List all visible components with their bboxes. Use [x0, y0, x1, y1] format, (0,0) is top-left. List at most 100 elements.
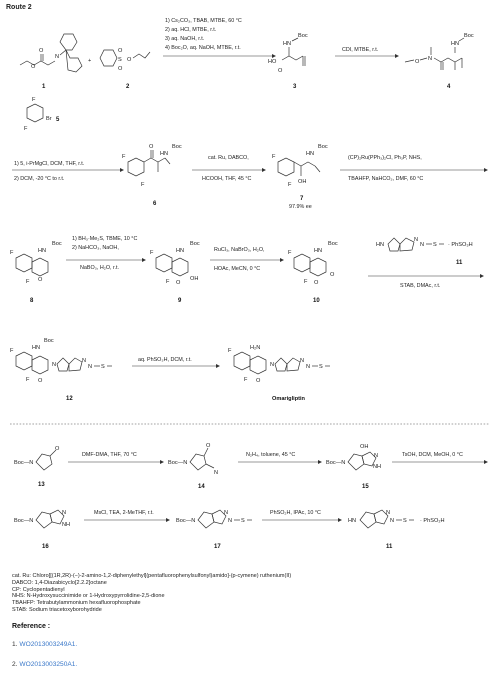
- compound-16-structure: Boc—N N NH: [14, 509, 70, 529]
- omarigliptin-structure: F F O H₂N N N N S: [228, 345, 330, 384]
- svg-text:Br: Br: [46, 116, 52, 122]
- condition-text: N₂H₄, toluene, 45 °C: [246, 452, 295, 458]
- svg-text:O: O: [38, 378, 43, 384]
- compound-label-10: 10: [313, 298, 320, 304]
- svg-text:N: N: [420, 242, 424, 248]
- compound-9-structure: F F O OH HN Boc: [150, 241, 200, 286]
- svg-text:F: F: [32, 97, 36, 103]
- svg-text:O: O: [206, 443, 211, 449]
- svg-text:F: F: [141, 182, 145, 188]
- svg-text:N: N: [270, 362, 274, 368]
- svg-text:N: N: [306, 364, 310, 370]
- compound-5-structure: F Br F: [24, 97, 52, 132]
- compound-label-3: 3: [293, 84, 297, 90]
- svg-text:N: N: [52, 362, 56, 368]
- reference-link-2[interactable]: 2. WO2013003250A1.: [12, 661, 78, 668]
- compound-label-9: 9: [178, 298, 182, 304]
- atom-o: O: [31, 64, 36, 70]
- svg-text:· PhSO₂H: · PhSO₂H: [420, 518, 445, 524]
- svg-text:F: F: [26, 377, 30, 383]
- svg-text:F: F: [244, 377, 248, 383]
- abbreviation-item: cat. Ru: Chloro[[(1R,2R)-(−)-2-amino-1,2…: [12, 573, 292, 579]
- svg-text:HO: HO: [268, 59, 277, 65]
- svg-text:F: F: [10, 250, 14, 256]
- svg-text:HN: HN: [451, 41, 459, 47]
- compound-15-structure: Boc—N OH N NH: [326, 444, 381, 471]
- condition-text: 2) DCM, -20 °C to r.t.: [14, 176, 64, 182]
- svg-text:Boc—N: Boc—N: [326, 460, 345, 466]
- svg-text:O: O: [176, 280, 181, 286]
- svg-text:F: F: [288, 250, 292, 256]
- compound-17-structure: Boc—N N N S: [176, 509, 252, 529]
- svg-text:Boc: Boc: [172, 144, 182, 150]
- condition-text: cat. Ru, DABCO,: [208, 155, 249, 161]
- svg-text:HN: HN: [376, 242, 384, 248]
- condition-text: DMF-DMA, THF, 70 °C: [82, 452, 137, 458]
- svg-text:F: F: [304, 279, 308, 285]
- compound-13-structure: Boc—N O: [14, 446, 60, 471]
- condition-text: 2) aq. HCl, MTBE, r.t.: [165, 27, 216, 33]
- svg-text:N: N: [300, 358, 304, 364]
- condition-text: PhSO₂H, IPAc, 10 °C: [270, 510, 321, 516]
- svg-text:O: O: [256, 378, 261, 384]
- svg-text:Boc: Boc: [190, 241, 200, 247]
- svg-text:O: O: [55, 446, 60, 452]
- svg-text:N: N: [228, 518, 232, 524]
- svg-text:O: O: [330, 272, 335, 278]
- svg-text:· PhSO₃H: · PhSO₃H: [448, 242, 473, 248]
- condition-text: NaBO₃, H₂O, r.t.: [80, 265, 119, 271]
- compound-label-11b: 11: [386, 544, 393, 550]
- svg-text:F: F: [228, 348, 232, 354]
- svg-text:N: N: [62, 510, 66, 516]
- atom-s: S: [118, 57, 122, 63]
- condition-text: TBAHFP, NaHCO₃, DMF, 60 °C: [348, 176, 423, 182]
- condition-text: 2) NaHCO₃, NaOH,: [72, 245, 119, 251]
- compound-14-structure: Boc—N O N: [168, 443, 218, 476]
- abbreviation-item: STAB: Sodium triacetoxyborohydride: [12, 606, 102, 613]
- compound-11-structure: HN N N S · PhSO₃H: [376, 237, 473, 252]
- svg-text:HN: HN: [160, 151, 168, 157]
- svg-text:OH: OH: [190, 276, 198, 282]
- svg-text:F: F: [150, 250, 154, 256]
- condition-text: aq. PhSO₃H, DCM, r.t.: [138, 357, 192, 363]
- compound-2-structure: S O O O: [99, 48, 151, 72]
- svg-text:NH: NH: [62, 522, 70, 528]
- svg-text:N: N: [88, 364, 92, 370]
- svg-text:F: F: [166, 279, 170, 285]
- abbreviation-item: DABCO: 1,4-Diazabicyclo[2.2.2]octane: [12, 579, 107, 586]
- svg-text:N: N: [390, 518, 394, 524]
- svg-text:F: F: [288, 182, 292, 188]
- compound-label-8: 8: [30, 298, 34, 304]
- compound-label-14: 14: [198, 484, 205, 490]
- condition-text: (CP)₂Ru(PPh₃)₂Cl, Ph₃P, NHS,: [348, 155, 422, 161]
- svg-text:S: S: [241, 518, 245, 524]
- svg-text:S: S: [101, 364, 105, 370]
- compound-label-6: 6: [153, 201, 157, 207]
- compound-11b-structure: HN N N S · PhSO₂H: [348, 509, 445, 529]
- svg-text:F: F: [122, 154, 126, 160]
- svg-text:H₂N: H₂N: [250, 345, 260, 351]
- compound-1-structure: O O N: [19, 33, 83, 73]
- svg-text:F: F: [272, 154, 276, 160]
- svg-text:O: O: [415, 59, 420, 65]
- compound-10-structure: F F O O HN Boc: [288, 241, 338, 286]
- svg-text:Boc: Boc: [328, 241, 338, 247]
- compound-12-structure: F F O HN Boc N N N S: [10, 338, 112, 384]
- condition-text: 4) Boc₂O, aq. NaOH, MTBE, r.t.: [165, 45, 241, 51]
- svg-text:F: F: [26, 279, 30, 285]
- svg-text:Boc—N: Boc—N: [176, 518, 195, 524]
- product-name: Omarigliptin: [272, 396, 306, 402]
- svg-text:HN: HN: [38, 248, 46, 254]
- condition-text: 1) Cs₂CO₃, TBAB, MTBE, 60 °C: [165, 18, 242, 24]
- svg-text:Boc: Boc: [318, 144, 328, 150]
- route-title: Route 2: [6, 4, 32, 11]
- svg-text:HN: HN: [306, 151, 314, 157]
- compound-label-13: 13: [38, 482, 45, 488]
- reference-link-1[interactable]: 1. WO2013003249A1.: [12, 641, 78, 648]
- svg-text:Boc: Boc: [464, 33, 474, 39]
- abbreviation-item: CP: Cyclopentadienyl: [12, 586, 65, 593]
- svg-text:HN: HN: [348, 518, 356, 524]
- enantiomeric-excess: 97.9% ee: [289, 204, 312, 210]
- compound-label-2: 2: [126, 84, 130, 90]
